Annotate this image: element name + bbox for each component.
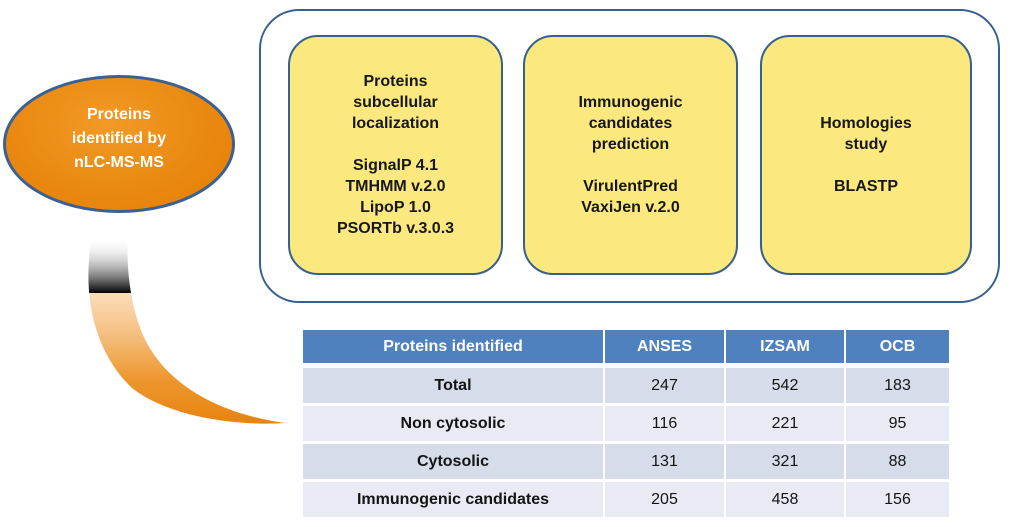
table-header-cell: Proteins identified — [303, 330, 603, 363]
value-cell: 131 — [605, 444, 724, 479]
step-title: Immunogenic candidates prediction — [578, 94, 683, 153]
step-box-immunogenic-prediction: Immunogenic candidates prediction Virule… — [523, 35, 738, 275]
step-title: Proteins subcellular localization — [351, 73, 440, 132]
value-cell: 542 — [726, 368, 844, 403]
tool-name: VaxiJen v.2.0 — [581, 199, 680, 216]
step-tools: VirulentPred VaxiJen v.2.0 — [581, 176, 679, 218]
row-label-cell: Total — [303, 368, 603, 403]
tool-name: BLASTP — [834, 178, 898, 195]
source-ellipse-label: Proteins identified by nLC-MS-MS — [71, 106, 167, 171]
value-cell: 205 — [605, 482, 724, 517]
step-box-subcellular-localization: Proteins subcellular localization Signal… — [288, 35, 503, 275]
value-cell: 247 — [605, 368, 724, 403]
value-cell: 95 — [846, 406, 949, 441]
tool-name: VirulentPred — [583, 178, 678, 195]
value-cell: 221 — [726, 406, 844, 441]
step-box-homologies-study: Homologies study BLASTP — [760, 35, 972, 275]
tool-name: TMHMM v.2.0 — [345, 178, 446, 195]
value-cell: 156 — [846, 482, 949, 517]
table-header-cell: OCB — [846, 330, 949, 363]
tool-name: LipoP 1.0 — [360, 199, 431, 216]
row-label-cell: Cytosolic — [303, 444, 603, 479]
value-cell: 183 — [846, 368, 949, 403]
tool-name: SignalP 4.1 — [352, 157, 439, 174]
value-cell: 116 — [605, 406, 724, 441]
value-cell: 321 — [726, 444, 844, 479]
curved-flow-arrow-icon — [88, 237, 285, 424]
table-header-cell: IZSAM — [726, 330, 844, 363]
tool-name: PSORTb v.3.0.3 — [336, 220, 455, 237]
value-cell: 88 — [846, 444, 949, 479]
step-title: Homologies study — [820, 115, 912, 153]
table-header-cell: ANSES — [605, 330, 724, 363]
row-label-cell: Non cytosolic — [303, 406, 603, 441]
source-ellipse: Proteins identified by nLC-MS-MS — [3, 75, 235, 213]
value-cell: 458 — [726, 482, 844, 517]
step-tools: BLASTP — [834, 176, 898, 197]
row-label-cell: Immunogenic candidates — [303, 482, 603, 517]
step-tools: SignalP 4.1 TMHMM v.2.0 LipoP 1.0 PSORTb… — [337, 155, 454, 239]
results-table: Proteins identified ANSES IZSAM OCB Tota… — [303, 330, 949, 517]
